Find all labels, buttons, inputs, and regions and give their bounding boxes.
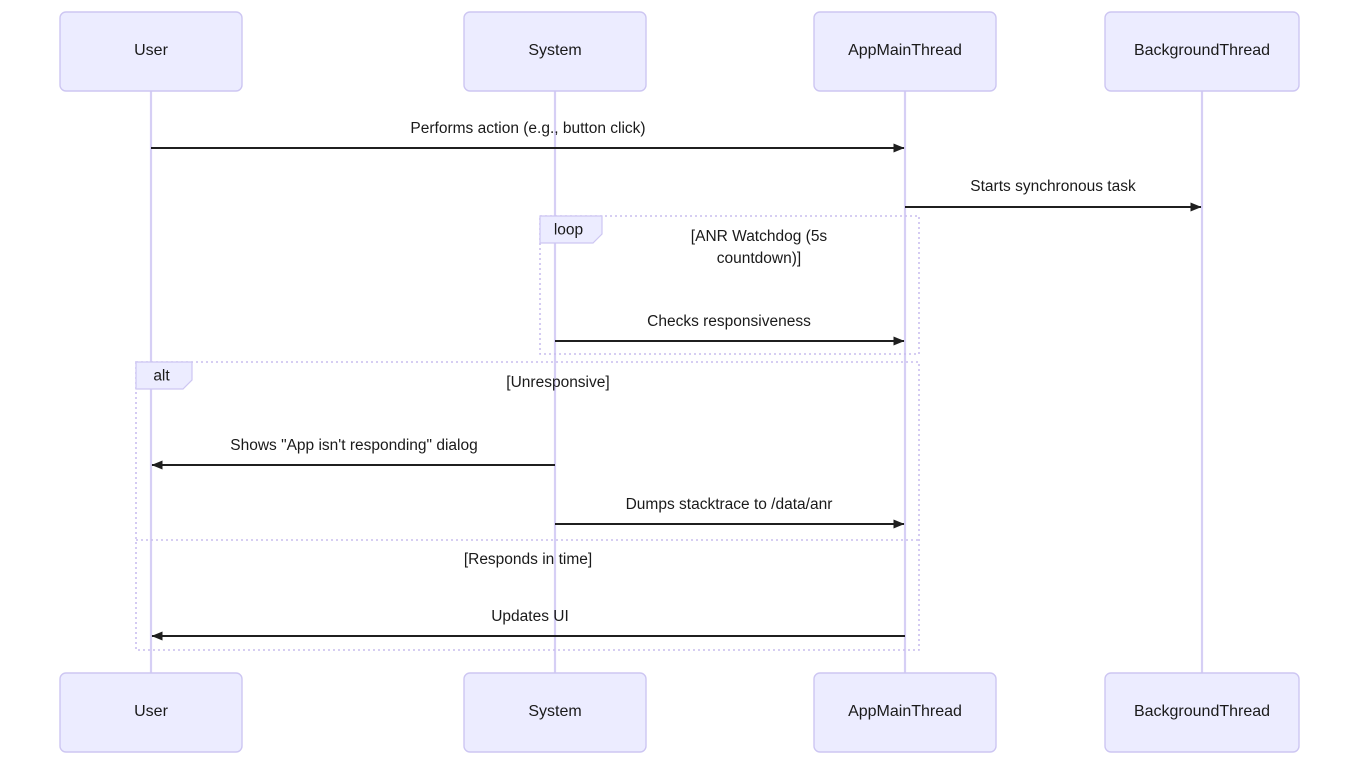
participant-label: AppMainThread xyxy=(848,42,962,59)
participant-backgroundthread-top[interactable]: BackgroundThread xyxy=(1104,11,1300,92)
message-m3: Checks responsiveness xyxy=(555,313,905,346)
message-m6: Updates UI xyxy=(151,608,905,641)
fragment-tag-label: alt xyxy=(153,368,170,385)
fragment-border xyxy=(539,215,920,355)
participant-box[interactable] xyxy=(59,672,243,753)
message-m4: Shows "App isn't responding" dialog xyxy=(151,437,555,470)
participant-user-top[interactable]: User xyxy=(59,11,243,92)
participant-appmainthread-top[interactable]: AppMainThread xyxy=(813,11,997,92)
fragment-tag-loop xyxy=(539,215,603,244)
participant-box[interactable] xyxy=(463,672,647,753)
fragment-tag-alt xyxy=(135,361,193,390)
participant-label: System xyxy=(528,703,581,720)
messages-layer: Performs action (e.g., button click) Star… xyxy=(151,120,1202,641)
participant-system-top[interactable]: System xyxy=(463,11,647,92)
participant-label: System xyxy=(528,42,581,59)
participant-user-bottom[interactable]: User xyxy=(59,672,243,753)
participant-box[interactable] xyxy=(813,11,997,92)
fragment-tag-label: loop xyxy=(554,222,583,239)
message-m2: Starts synchronous task xyxy=(905,178,1202,212)
message-label: Starts synchronous task xyxy=(970,178,1136,195)
participant-label: AppMainThread xyxy=(848,703,962,720)
message-label: Performs action (e.g., button click) xyxy=(410,120,645,137)
message-m1: Performs action (e.g., button click) xyxy=(151,120,905,153)
participant-box[interactable] xyxy=(463,11,647,92)
message-label: Shows "App isn't responding" dialog xyxy=(230,437,477,454)
participant-label: User xyxy=(134,703,168,720)
participant-box[interactable] xyxy=(1104,11,1300,92)
fragment-border xyxy=(135,361,920,651)
message-label: Checks responsiveness xyxy=(647,313,811,330)
fragment-condition: [Unresponsive] xyxy=(506,374,609,391)
participant-system-bottom[interactable]: System xyxy=(463,672,647,753)
participant-label: BackgroundThread xyxy=(1134,703,1270,720)
fragment-alt-condition: [Responds in time] xyxy=(464,551,592,568)
participant-box[interactable] xyxy=(813,672,997,753)
participant-box[interactable] xyxy=(1104,672,1300,753)
message-label: Dumps stacktrace to /data/anr xyxy=(626,496,833,513)
message-label: Updates UI xyxy=(491,608,569,625)
participant-backgroundthread-bottom[interactable]: BackgroundThread xyxy=(1104,672,1300,753)
message-m5: Dumps stacktrace to /data/anr xyxy=(555,496,905,529)
participant-label: BackgroundThread xyxy=(1134,42,1270,59)
participant-box[interactable] xyxy=(59,11,243,92)
participant-appmainthread-bottom[interactable]: AppMainThread xyxy=(813,672,997,753)
participant-label: User xyxy=(134,42,168,59)
fragment-alt: [Responds in time] alt [Unresponsive] xyxy=(135,361,920,651)
